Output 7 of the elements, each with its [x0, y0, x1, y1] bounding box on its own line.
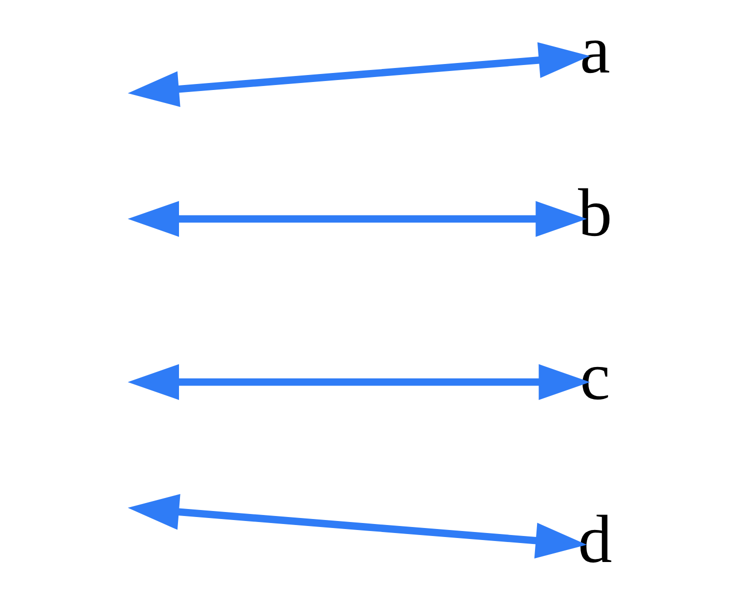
arrow	[128, 42, 590, 107]
node-text: a	[580, 12, 610, 88]
node-text: b	[578, 174, 612, 251]
arrow	[128, 201, 587, 237]
node-text: d	[578, 500, 612, 577]
arrow	[128, 494, 587, 558]
arrow	[128, 364, 590, 400]
